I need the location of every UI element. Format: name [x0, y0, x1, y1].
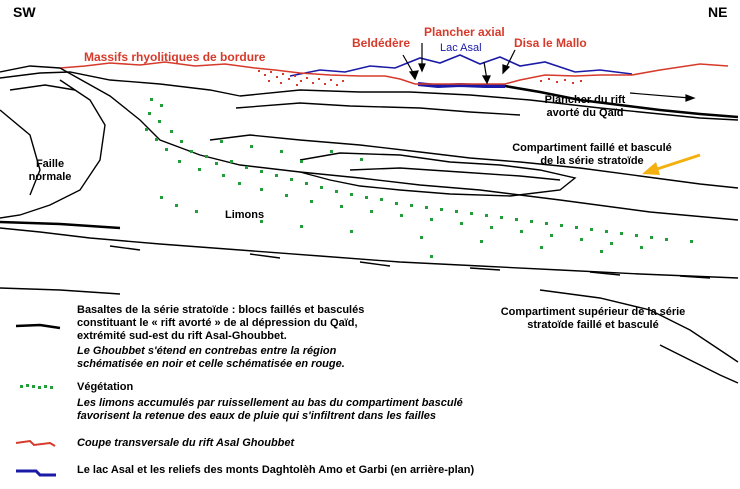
- label-compartiment-superieur: Compartiment supérieur de la série strat…: [488, 306, 698, 332]
- legend-ghoubbet-line2: schématisée en noir et celle schématisée…: [77, 358, 345, 370]
- legend-limons-line1: Les limons accumulés par ruissellement a…: [77, 397, 463, 409]
- blue-relief-line: [289, 54, 633, 77]
- label-compartiment-line1: Compartiment faillé et basculé: [512, 142, 672, 154]
- legend-ghoubbet: Le Ghoubbet s'étend en contrebas entre l…: [77, 345, 345, 371]
- legend-limons: Les limons accumulés par ruissellement a…: [77, 397, 463, 423]
- yellow-arrow: [642, 153, 701, 175]
- label-faille-line2: normale: [28, 171, 72, 183]
- legend-swatches: [15, 323, 61, 477]
- legend-blue-swatch: [16, 469, 56, 477]
- pointer-arrows: [402, 43, 696, 102]
- legend-ghoubbet-line1: Le Ghoubbet s'étend en contrebas entre l…: [77, 345, 337, 357]
- legend-basaltes-line3: extrémité sud-est du rift Asal-Ghoubbet.: [77, 330, 287, 342]
- label-compartiment-sup-line2: stratoïde faillé et basculé: [527, 319, 659, 331]
- legend-basalt-swatch: [15, 323, 61, 330]
- label-plancher-rift: Plancher du rift avorté du Qaïd: [530, 94, 640, 120]
- label-compartiment-line2: de la série stratoïde: [540, 155, 644, 167]
- rift-floor-lines: [0, 84, 739, 230]
- basalt-fault-lines: [0, 65, 739, 384]
- label-disa-le-mallo: Disa le Mallo: [514, 36, 587, 50]
- label-plancher-rift-line1: Plancher du rift: [544, 94, 626, 106]
- legend-red-swatch: [15, 439, 56, 447]
- legend-basaltes-line2: constituant le « rift avorté » de al dép…: [77, 317, 358, 329]
- label-compartiment: Compartiment faillé et basculé de la sér…: [497, 142, 687, 168]
- label-plancher-axial: Plancher axial: [424, 25, 505, 39]
- legend-basaltes: Basaltes de la série stratoïde : blocs f…: [77, 304, 364, 343]
- label-compartiment-sup-line1: Compartiment supérieur de la série: [500, 306, 686, 318]
- label-faille-line1: Faille: [35, 158, 65, 170]
- label-beldedere: Beldédère: [352, 36, 411, 50]
- orientation-ne: NE: [708, 4, 728, 20]
- label-plancher-rift-line2: avorté du Qaïd: [546, 107, 624, 119]
- legend-vegetation: Végétation: [77, 381, 134, 393]
- lac-asal-shape: [417, 82, 505, 89]
- legend-basaltes-line1: Basaltes de la série stratoïde : blocs f…: [77, 304, 365, 316]
- label-limons: Limons: [225, 209, 265, 221]
- orientation-sw: SW: [13, 4, 36, 20]
- label-lac-asal: Lac Asal: [440, 42, 482, 54]
- label-faille-normale: Faille normale: [20, 158, 80, 184]
- legend-coupe: Coupe transversale du rift Asal Ghoubbet: [77, 437, 295, 449]
- label-massifs: Massifs rhyolitiques de bordure: [84, 50, 266, 64]
- legend-limons-line2: favorisent la retenue des eaux de pluie …: [77, 410, 437, 422]
- red-profile-line: [59, 61, 729, 85]
- legend-vegetation-swatch: [20, 384, 53, 389]
- legend-lac: Le lac Asal et les reliefs des monts Dag…: [77, 464, 475, 476]
- rhyolite-stipple: [258, 70, 582, 86]
- vegetation-dots: [145, 98, 693, 258]
